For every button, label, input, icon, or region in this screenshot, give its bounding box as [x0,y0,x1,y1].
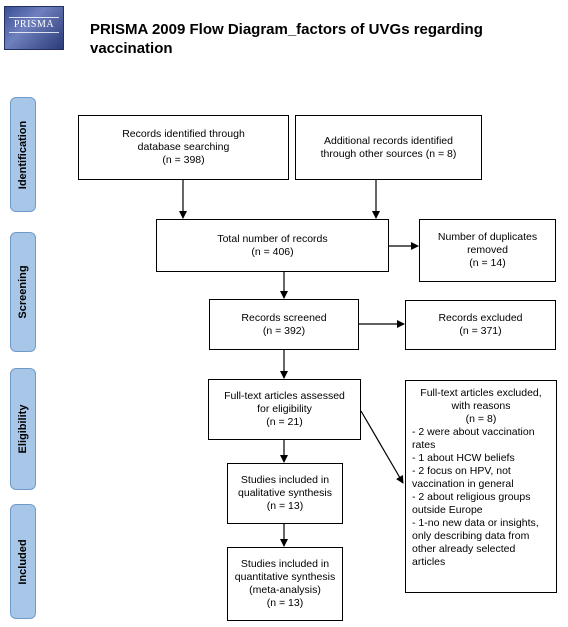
box-line: Studies included in [240,474,330,486]
exclusion-reason: rates [412,439,436,451]
box-line: (n = 14) [469,257,506,269]
box-line: Records identified through [122,128,245,140]
exclusion-reason: - 2 were about vaccination [412,426,535,438]
exclusion-reason: vaccination in general [412,478,514,490]
records-other-sources-box: Additional records identified through ot… [295,115,482,180]
duplicates-removed-box: Number of duplicates removed (n = 14) [419,219,556,282]
exclusion-reason: - 2 about religious groups [412,491,531,503]
box-line: (n = 406) [251,245,294,258]
box-line: (n = 371) [459,325,502,337]
fulltext-excluded-box: Full-text articles excluded, with reason… [405,380,557,593]
box-line: Total number of records [217,232,328,245]
page-title: PRISMA 2009 Flow Diagram_factors of UVGs… [90,21,483,57]
exclusion-reason: - 2 focus on HPV, not [412,465,511,477]
records-database-box: Records identified through database sear… [78,115,289,180]
exclusion-reason: articles [412,556,446,568]
logo-line [9,32,59,33]
logo-text: PRISMA [13,19,55,30]
box-line: (n = 392) [262,324,306,337]
qualitative-synthesis-box: Studies included in qualitative synthesi… [227,463,343,524]
total-records-box: Total number of records (n = 406) [156,219,389,272]
box-line: Studies included in [240,558,330,570]
excluded-heading: Full-text articles excluded, [420,387,542,399]
exclusion-reason: other already selected [412,543,516,555]
box-line: Full-text articles assessed [224,390,345,402]
exclusion-reason: - 1-no new data or insights, [412,517,539,529]
box-line: Additional records identified [323,134,453,147]
box-line: Records screened [241,311,327,324]
exclusion-reason: outside Europe [412,504,483,516]
arrow-fulltext-to-excluded [360,410,404,484]
stage-identification: Identification [10,97,36,212]
box-line: (meta-analysis) [249,584,321,596]
box-line: database searching [137,141,230,153]
box-line: Records excluded [438,312,523,324]
excluded-heading: with reasons [451,400,511,412]
exclusion-reason: only describing data from [412,530,530,542]
records-screened-box: Records screened (n = 392) [209,299,359,350]
box-line: qualitative synthesis [238,487,332,499]
box-line: through other sources (n = 8) [320,147,457,160]
box-line: (n = 21) [266,416,303,428]
prisma-logo: PRISMA [4,6,64,50]
box-line: (n = 13) [266,597,304,609]
stage-eligibility: Eligibility [10,368,36,490]
box-line: Number of duplicates [437,231,538,243]
box-line: (n = 398) [162,154,205,166]
quantitative-synthesis-box: Studies included in quantitative synthes… [227,547,343,621]
logo-line [9,17,59,18]
box-line: quantitative synthesis [234,571,336,583]
exclusion-reason: - 1 about HCW beliefs [412,452,515,464]
fulltext-assessed-box: Full-text articles assessed for eligibil… [208,379,361,440]
stage-included: Included [10,504,36,619]
records-excluded-box: Records excluded (n = 371) [405,300,556,350]
stage-screening: Screening [10,232,36,352]
box-line: removed [467,244,508,256]
excluded-count: (n = 8) [465,413,497,425]
box-line: for eligibility [257,403,312,415]
box-line: (n = 13) [266,500,304,512]
